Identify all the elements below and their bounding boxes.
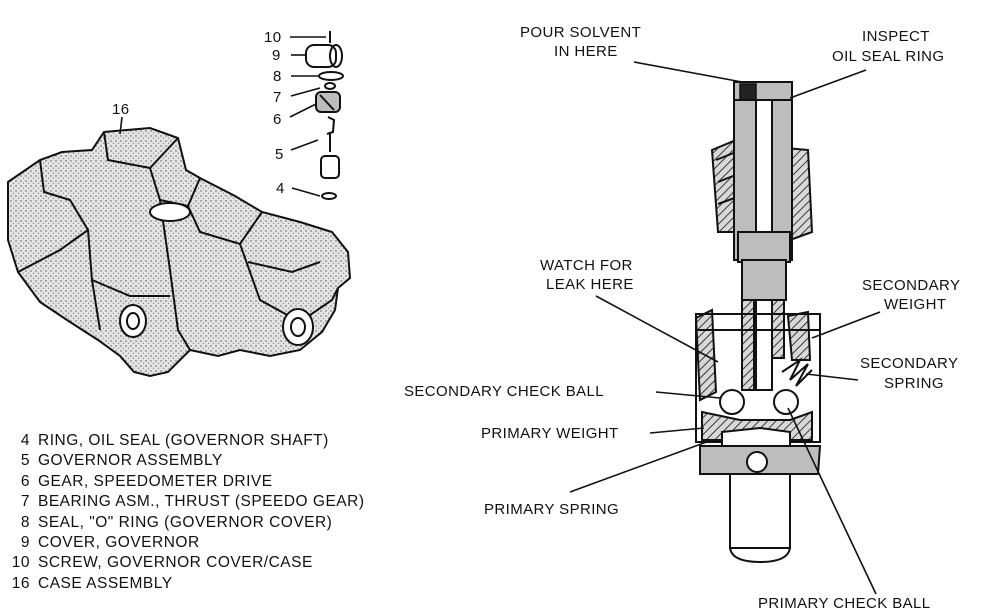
exploded-parts-stack: 10 9 8 7 6 5 4 [264, 29, 344, 200]
callout-gear-number: 6 [273, 111, 282, 128]
label-watch-leak-1: WATCH FOR [540, 257, 633, 274]
label-primary-weight: PRIMARY WEIGHT [481, 425, 619, 442]
label-inspect-2: OIL SEAL RING [832, 48, 944, 65]
callout-bearing-number: 7 [273, 89, 282, 106]
label-primary-check-ball: PRIMARY CHECK BALL [758, 595, 931, 612]
callout-seal-number: 8 [273, 68, 282, 85]
callout-cover-number: 9 [272, 47, 281, 64]
label-secondary-weight-1: SECONDARY [862, 277, 960, 294]
label-inspect-1: INSPECT [862, 28, 930, 45]
callout-case-number: 16 [112, 101, 130, 118]
governor-cross-section [694, 81, 822, 564]
governor-labels: POUR SOLVENT IN HERE INSPECT OIL SEAL RI… [404, 24, 960, 612]
label-secondary-spring-2: SPRING [884, 375, 944, 392]
callout-ring-number: 4 [276, 180, 285, 197]
label-primary-spring: PRIMARY SPRING [484, 501, 619, 518]
label-secondary-weight-2: WEIGHT [884, 296, 946, 313]
label-secondary-check-ball: SECONDARY CHECK BALL [404, 383, 604, 400]
label-pour-solvent-2: IN HERE [554, 43, 618, 60]
transmission-case-illustration [7, 126, 352, 378]
callout-governor-number: 5 [275, 146, 284, 163]
label-secondary-spring-1: SECONDARY [860, 355, 958, 372]
label-watch-leak-2: LEAK HERE [546, 276, 634, 293]
label-pour-solvent-1: POUR SOLVENT [520, 24, 641, 41]
callout-screw-number: 10 [264, 29, 282, 46]
